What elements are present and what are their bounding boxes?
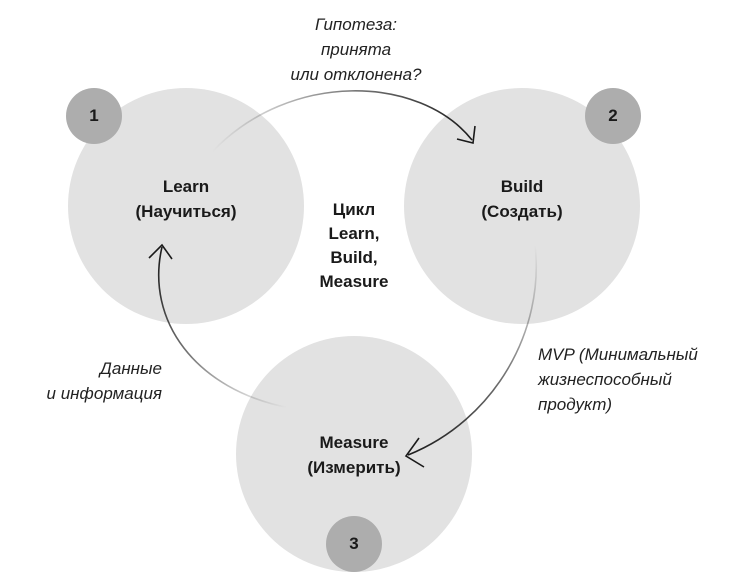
learn-subtitle: (Научиться) (135, 202, 237, 221)
note-line: принята (320, 40, 392, 59)
note-line: Гипотеза: (314, 15, 398, 34)
center-line: Measure (319, 272, 389, 291)
build-number-badge: 2 (585, 88, 641, 144)
learn-title: Learn (162, 177, 210, 196)
arrow-measure-to-learn (157, 246, 291, 409)
note-line: MVP (Минимальный (538, 345, 698, 364)
mvp-note: MVP (Минимальный жизнеспособный продукт) (538, 342, 748, 417)
cycle-center-label: Цикл Learn, Build, Measure (294, 198, 414, 294)
note-line: или отклонена? (290, 65, 422, 84)
measure-title: Measure (319, 433, 389, 452)
note-line: продукт) (538, 395, 613, 414)
center-line: Build, (330, 248, 378, 267)
measure-subtitle: (Измерить) (307, 458, 401, 477)
build-circle (404, 88, 640, 324)
center-line: Learn, (328, 224, 380, 243)
build-label: Build (Создать) (432, 174, 612, 224)
data-note: Данные и информация (10, 356, 162, 406)
measure-number-badge: 3 (326, 516, 382, 572)
learn-label: Learn (Научиться) (96, 174, 276, 224)
arrowhead-measure (404, 437, 425, 468)
arrow-learn-to-build (211, 90, 473, 153)
note-line: Данные (99, 359, 162, 378)
arrow-build-to-measure (407, 244, 537, 456)
measure-label: Measure (Измерить) (264, 430, 444, 480)
measure-circle (236, 336, 472, 572)
learn-number-badge: 1 (66, 88, 122, 144)
center-line: Цикл (332, 200, 376, 219)
note-line: жизнеспособный (538, 370, 672, 389)
note-line: и информация (46, 384, 162, 403)
build-title: Build (500, 177, 544, 196)
arrowhead-build (456, 125, 476, 144)
hypothesis-note: Гипотеза: принята или отклонена? (256, 12, 456, 87)
arrowhead-learn (148, 243, 173, 260)
build-subtitle: (Создать) (481, 202, 563, 221)
learn-circle (68, 88, 304, 324)
